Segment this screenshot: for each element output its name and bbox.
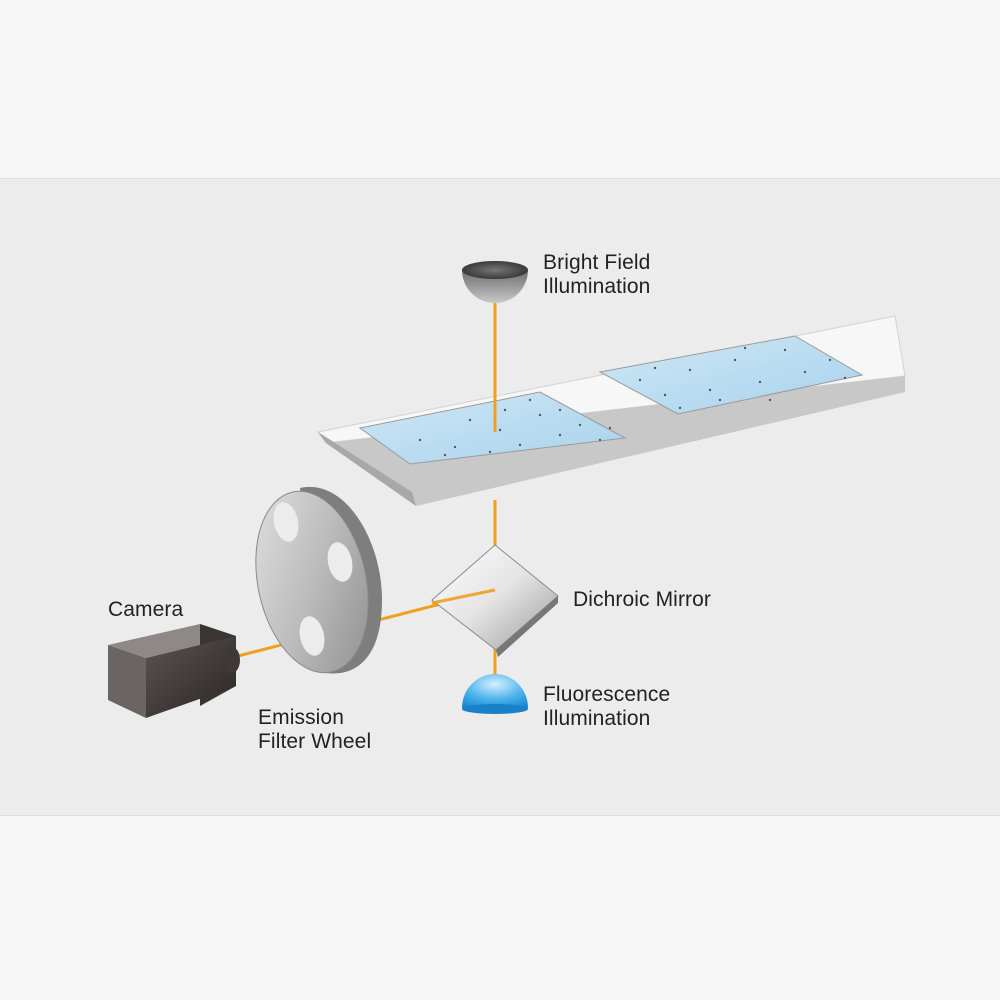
camera-lens — [224, 647, 240, 673]
bright-field-lamp — [462, 261, 528, 303]
sample-well-left — [358, 391, 627, 465]
sample-slide — [317, 315, 906, 506]
filter-hole-bottom — [299, 616, 325, 656]
label-line: Illumination — [543, 707, 651, 730]
fluorescence-lamp — [462, 674, 528, 714]
sample-particles — [418, 346, 847, 457]
camera — [108, 624, 240, 718]
label-line: Bright Field — [543, 251, 651, 274]
label-line: Emission — [258, 706, 344, 729]
filter-hole-top — [273, 502, 299, 542]
dichroic-mirror — [431, 544, 559, 657]
label-dichroic-mirror: Dichroic Mirror — [573, 588, 711, 612]
label-line: Dichroic Mirror — [573, 588, 711, 611]
emission-filter-wheel — [255, 486, 382, 674]
label-line: Fluorescence — [543, 683, 671, 706]
label-line: Filter Wheel — [258, 730, 372, 753]
label-camera: Camera — [108, 598, 183, 622]
filter-hole-right — [327, 542, 353, 582]
label-bright-field-illumination: Bright Field Illumination — [543, 251, 650, 299]
label-line: Camera — [108, 598, 184, 621]
label-line: Illumination — [543, 275, 651, 298]
label-fluorescence-illumination: Fluorescence Illumination — [543, 683, 670, 731]
label-emission-filter-wheel: Emission Filter Wheel — [258, 706, 371, 754]
